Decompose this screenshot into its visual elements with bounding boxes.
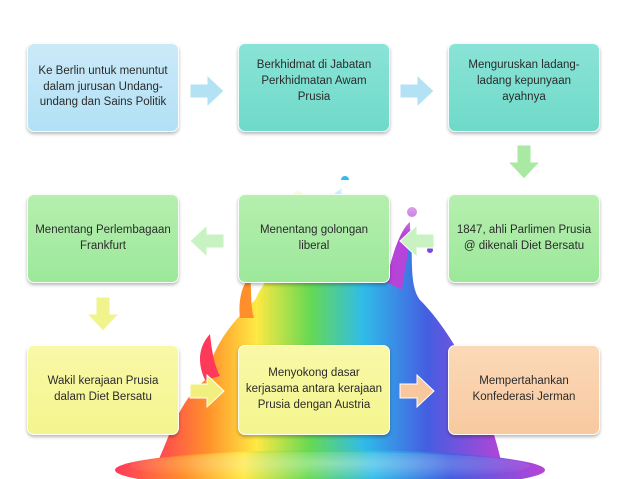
arrow-down-icon: [507, 144, 541, 180]
node-menentang-liberal-text: Menentang golongan liberal: [259, 223, 369, 252]
node-ahli-parlimen: 1847, ahli Parlimen Prusia @ dikenali Di…: [448, 194, 600, 283]
node-mempertahankan-text: Mempertahankan Konfederasi Jerman: [472, 375, 576, 403]
node-menyokong: Menyokong dasar kerjasama antara kerajaa…: [238, 345, 390, 435]
node-menentang-frankfurt: Menentang Perlembagaan Frankfurt: [27, 194, 179, 283]
node-ke-berlin-text: Ke Berlin untuk menuntut dalam jurusan U…: [38, 64, 168, 109]
arrow-right-icon: [399, 374, 435, 408]
node-wakil-text: Wakil kerajaan Prusia dalam Diet Bersatu: [47, 375, 159, 403]
arrow-left-icon: [399, 224, 435, 258]
node-menguruskan-text: Menguruskan ladang-ladang kepunyaan ayah…: [468, 59, 580, 103]
node-berkhidmat-text: Berkhidmat di Jabatan Perkhidmatan Awam …: [256, 59, 372, 103]
node-ahli-parlimen-text: 1847, ahli Parlimen Prusia @ dikenali Di…: [456, 223, 592, 252]
node-mempertahankan: Mempertahankan Konfederasi Jerman: [448, 345, 600, 435]
node-berkhidmat: Berkhidmat di Jabatan Perkhidmatan Awam …: [238, 43, 390, 132]
arrow-right-icon: [189, 74, 225, 108]
arrow-down-icon: [86, 296, 120, 332]
node-wakil: Wakil kerajaan Prusia dalam Diet Bersatu: [27, 345, 179, 435]
arrow-left-icon: [189, 224, 225, 258]
node-menentang-liberal: Menentang golongan liberal: [238, 194, 390, 283]
arrow-right-icon: [399, 74, 435, 108]
node-menyokong-text: Menyokong dasar kerjasama antara kerajaa…: [245, 367, 383, 411]
node-ke-berlin: Ke Berlin untuk menuntut dalam jurusan U…: [27, 43, 179, 132]
arrow-right-icon: [189, 374, 225, 408]
node-menentang-frankfurt-text: Menentang Perlembagaan Frankfurt: [35, 223, 171, 252]
node-menguruskan: Menguruskan ladang-ladang kepunyaan ayah…: [448, 43, 600, 132]
